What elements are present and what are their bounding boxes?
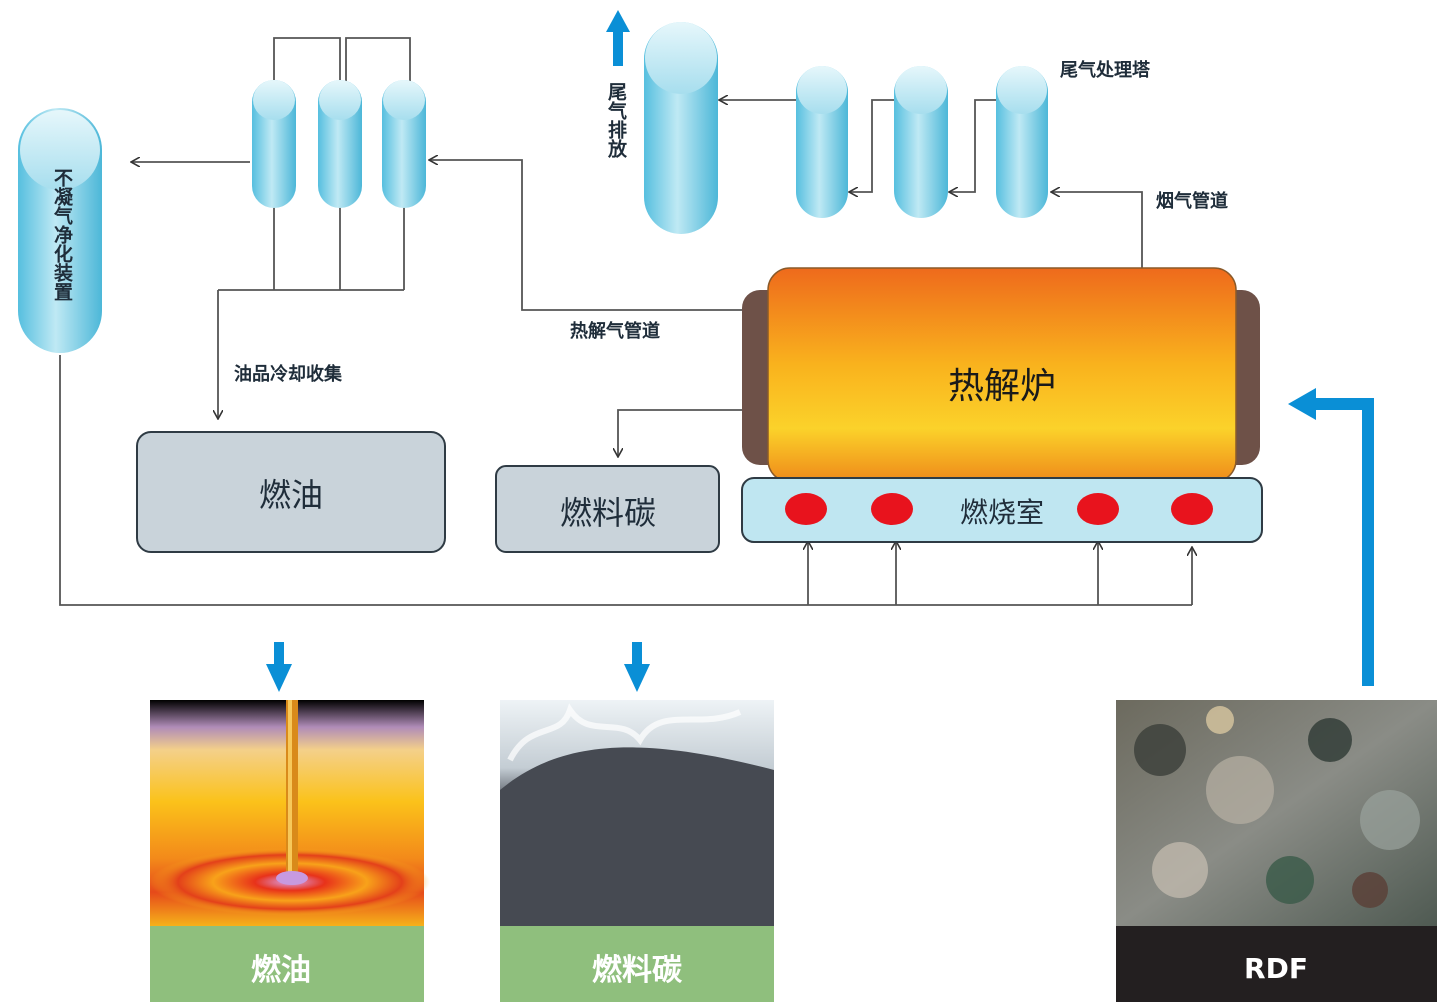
combustion-chamber — [741, 477, 1263, 543]
label-pyrolysis-gas-pipe: 热解气管道 — [570, 320, 660, 342]
burner-dot — [785, 493, 827, 525]
combustion-chamber-label: 燃烧室 — [960, 496, 1044, 529]
fuel-carbon-caption: 燃料碳 — [592, 953, 683, 988]
non-condensable-gas-unit — [18, 108, 102, 353]
label-non-condensable-gas: 不凝气净化装置 — [51, 168, 74, 301]
burner-dot — [1171, 493, 1213, 525]
label-exhaust-tower: 尾气处理塔 — [1060, 59, 1151, 81]
label-flue-gas-pipe: 烟气管道 — [1156, 190, 1228, 212]
rdf-caption-bar — [1116, 926, 1437, 1002]
fuel-oil-box — [136, 431, 446, 553]
fuel-oil-box-label: 燃油 — [259, 476, 323, 514]
rdf-photo — [1116, 700, 1437, 926]
burner-dot — [871, 493, 913, 525]
exhaust-stack — [644, 22, 718, 234]
vertical-label-non-condensable: 不凝气净化装置 — [51, 168, 74, 301]
furnace-title: 热解炉 — [948, 366, 1056, 407]
rdf-caption: RDF — [1244, 952, 1308, 985]
fuel-carbon-box — [495, 465, 720, 553]
fuel-oil-caption: 燃油 — [251, 953, 311, 988]
fuel-oil-photo — [150, 700, 430, 926]
fuel-carbon-photo — [500, 700, 774, 926]
fuel-carbon-box-label: 燃料碳 — [560, 494, 656, 532]
condenser-group — [252, 80, 426, 208]
fuel-carbon-caption-bar — [500, 926, 774, 1002]
connection-lines — [59, 37, 1192, 606]
flow-arrows — [266, 10, 1374, 692]
label-oil-cooling: 油品冷却收集 — [234, 363, 343, 385]
pyrolysis-furnace — [742, 267, 1260, 483]
exhaust-tower-group — [796, 66, 1048, 218]
fuel-oil-caption-bar — [150, 926, 424, 1002]
label-exhaust-emission: 尾气排放 — [605, 82, 628, 159]
burner-dot — [1077, 493, 1119, 525]
